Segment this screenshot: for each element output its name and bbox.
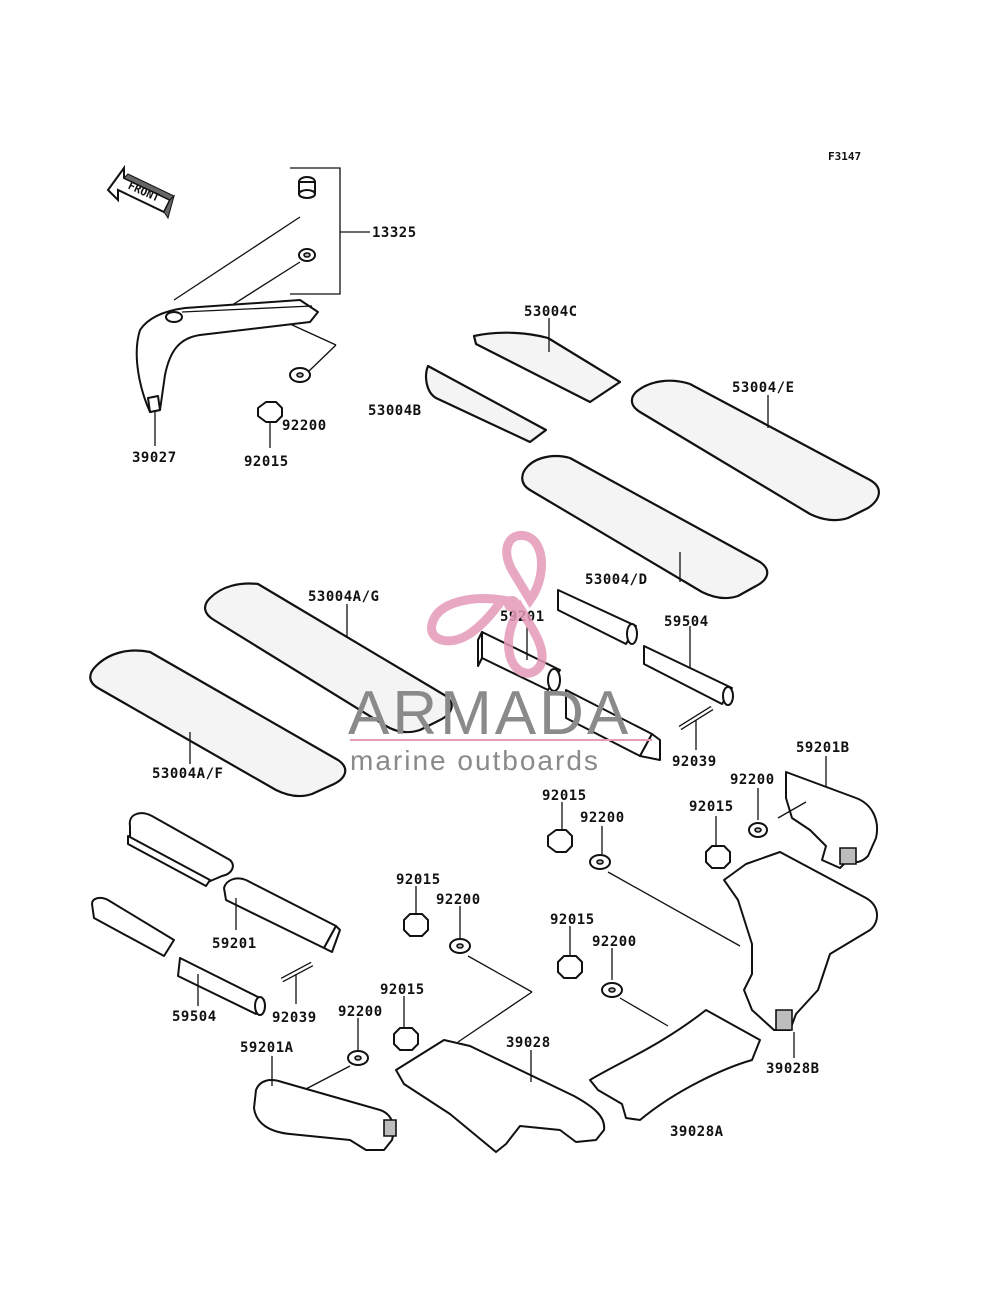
nut-92015-c2: [557, 926, 583, 979]
label-92200-c1: 92200: [580, 810, 625, 826]
label-59201A: 59201A: [240, 1040, 294, 1056]
label-53004E: 53004/E: [732, 380, 795, 396]
channel-59201-low: [223, 877, 341, 953]
washer-92200-c2: [601, 948, 669, 1027]
part-13325-group: [173, 167, 370, 343]
label-92200-top: 92200: [282, 418, 327, 434]
label-92200-c2: 92200: [592, 934, 637, 950]
watermark-tagline: marine outboards: [350, 745, 600, 776]
label-59201-low: 59201: [212, 936, 257, 952]
channel-59504-mid: [643, 626, 734, 706]
washer-92200-top: [289, 367, 311, 383]
part-39027-rail: [135, 299, 337, 446]
label-92015-l1: 92015: [396, 872, 441, 888]
front-arrow-icon: FRONT: [106, 164, 175, 220]
pad-53004AF: [89, 649, 347, 798]
label-13325: 13325: [372, 225, 417, 241]
washer-92200-l1: [449, 906, 533, 1043]
label-39028B: 39028B: [766, 1061, 820, 1077]
label-92015-c2: 92015: [550, 912, 595, 928]
label-92039-mid: 92039: [672, 754, 717, 770]
label-53004D: 53004/D: [585, 572, 648, 588]
channel-upper-mid: [557, 589, 638, 645]
bracket-59201A: [253, 1056, 397, 1151]
pad-53004C: [472, 318, 622, 404]
label-92015-l2: 92015: [380, 982, 425, 998]
channel-59504-low: [177, 957, 266, 1016]
pad-53004B: [425, 364, 548, 444]
propeller-logo-icon: [427, 530, 547, 678]
label-92200-l2: 92200: [338, 1004, 383, 1020]
label-92015-top: 92015: [244, 454, 289, 470]
label-59504-mid: 59504: [664, 614, 709, 630]
channel-left-long: [91, 896, 175, 957]
label-39027: 39027: [132, 450, 177, 466]
label-59504-low: 59504: [172, 1009, 217, 1025]
label-92039-low: 92039: [272, 1010, 317, 1026]
nut-92015-l1: [403, 886, 429, 937]
pad-53004D: [521, 455, 769, 600]
nut-92015-rb: [705, 816, 731, 869]
nut-92015-top: [257, 401, 283, 448]
pin-92039-low: [280, 961, 314, 1004]
bracket-59201B: [777, 756, 878, 869]
washer-92200-rb: [748, 788, 768, 838]
label-92200-l1: 92200: [436, 892, 481, 908]
label-92015-rb: 92015: [689, 799, 734, 815]
label-39028: 39028: [506, 1035, 551, 1051]
pin-92039-mid: [678, 705, 714, 750]
pad-53004AG: [204, 582, 453, 734]
nut-92015-c1: [547, 802, 573, 853]
nut-92015-l2: [393, 996, 419, 1051]
channel-upper-left: [127, 812, 234, 887]
label-92200-rb: 92200: [730, 772, 775, 788]
figure-code: F3147: [828, 150, 861, 163]
label-53004C: 53004C: [524, 304, 578, 320]
cover-39028B: [723, 851, 878, 1058]
label-53004B: 53004B: [368, 403, 422, 419]
cover-39028: [395, 1039, 606, 1153]
label-53004AG: 53004A/G: [308, 589, 379, 605]
label-92015-c1: 92015: [542, 788, 587, 804]
label-53004AF: 53004A/F: [152, 766, 223, 782]
washer-92200-c1: [589, 826, 741, 947]
pad-53004E: [630, 379, 880, 522]
washer-92200-l2: [303, 1018, 369, 1091]
watermark-brand: ARMADA: [348, 679, 631, 748]
label-39028A: 39028A: [670, 1124, 724, 1140]
label-59201B: 59201B: [796, 740, 850, 756]
cover-39028A: [589, 1009, 761, 1121]
channel-59201-mid: [477, 627, 561, 692]
